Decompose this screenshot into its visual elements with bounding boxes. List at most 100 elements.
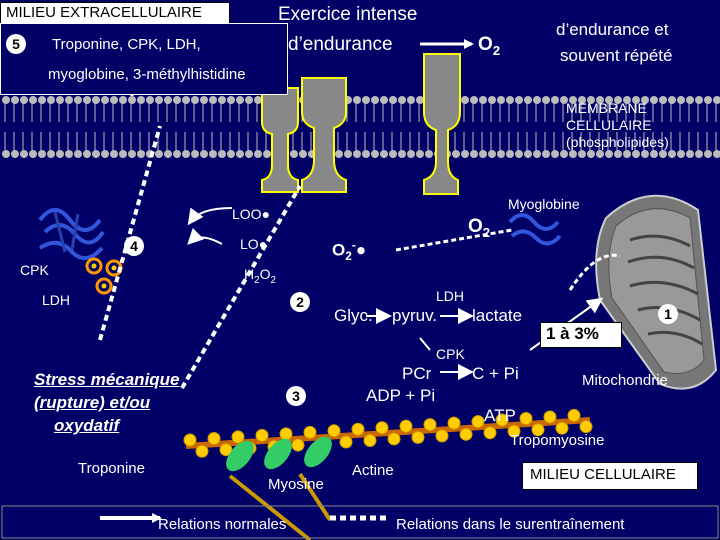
glyc-label: Glyc. (334, 306, 373, 325)
lactate-label: lactate (472, 306, 523, 325)
phospholipid-head (209, 96, 217, 104)
actin-bead (459, 427, 473, 441)
phospholipid-head (200, 150, 208, 158)
phospholipid-head (236, 150, 244, 158)
phospholipid-head (470, 150, 478, 158)
membrane-label: MEMBRANE CELLULAIRE (phospholipides) (566, 100, 669, 150)
phospholipid-head (605, 150, 613, 158)
phospholipid-head (479, 150, 487, 158)
phospholipid-head (587, 150, 595, 158)
phospholipid-head (398, 150, 406, 158)
actin-bead (507, 424, 521, 438)
phospholipid-head (173, 150, 181, 158)
phospholipid-head (209, 150, 217, 158)
phospholipid-head (74, 96, 82, 104)
phospholipid-head (407, 150, 415, 158)
exercise-line1: Exercice intense (278, 4, 418, 25)
membrane-protein-right (301, 77, 347, 193)
phospholipid-head (389, 150, 397, 158)
exercise-line2: d’endurance (288, 34, 393, 55)
phospholipid-head (416, 96, 424, 104)
phospholipid-head (191, 96, 199, 104)
phospholipid-head (200, 96, 208, 104)
phospholipid-head (182, 96, 190, 104)
intracellular-box (522, 462, 698, 490)
phospholipid-head (47, 96, 55, 104)
stress-panel (34, 360, 176, 442)
phospholipid-head (704, 150, 712, 158)
phospholipid-head (362, 150, 370, 158)
actin-bead (555, 421, 569, 435)
phospholipid-head (236, 96, 244, 104)
phospholipid-head (596, 96, 604, 104)
phospholipid-head (20, 96, 28, 104)
phospholipid-head (38, 150, 46, 158)
phospholipid-head (164, 150, 172, 158)
step-5-badge: 5 (6, 34, 26, 54)
phospholipid-head (614, 96, 622, 104)
phospholipid-head (470, 96, 478, 104)
phospholipid-head (515, 96, 523, 104)
phospholipid-head (101, 96, 109, 104)
arrow-o2-myoglobin (395, 228, 513, 252)
phospholipid-head (461, 150, 469, 158)
phospholipid-head (146, 96, 154, 104)
phospholipid-head (551, 150, 559, 158)
actin-bead (519, 411, 533, 425)
stress-label: Stress mécanique (rupture) et/ou oxydati… (34, 370, 180, 435)
phospholipid-head (137, 96, 145, 104)
ldh-left-label: LDH (42, 292, 71, 308)
exercise-right-line2: souvent répété (560, 46, 673, 65)
actin-bead (195, 444, 209, 458)
phospholipid-head (677, 96, 685, 104)
phospholipid-head (686, 150, 694, 158)
extracellular-line1: Troponine, CPK, LDH, (52, 36, 201, 53)
phospholipid-head (542, 150, 550, 158)
actin-bead (531, 423, 545, 437)
actin-bead (351, 422, 365, 436)
actin-bead (483, 426, 497, 440)
phospholipid-head (641, 96, 649, 104)
phospholipid-head (254, 150, 262, 158)
actin-bead (339, 435, 353, 449)
phospholipid-head (29, 150, 37, 158)
membrane-protein-left (261, 87, 299, 193)
phospholipid-head (218, 150, 226, 158)
troponin-label: Troponine (78, 460, 145, 477)
phospholipid-head (380, 150, 388, 158)
mitochondria-label: Mitochondrie (582, 372, 668, 389)
phospholipid-head (65, 150, 73, 158)
cpk-left-label: CPK (20, 262, 49, 278)
phospholipid-head (650, 96, 658, 104)
phospholipid-head (452, 150, 460, 158)
phospholipid-head (416, 150, 424, 158)
lo-radical: LO● (240, 236, 268, 252)
arrow-stress-damage (180, 184, 302, 390)
phospholipid-head (569, 150, 577, 158)
phospholipid-head (578, 150, 586, 158)
actin-bead (291, 438, 305, 452)
phospholipid-head (11, 96, 19, 104)
phospholipid-head (650, 150, 658, 158)
actin-bead (399, 419, 413, 433)
phospholipid-head (92, 96, 100, 104)
actin-bead (279, 427, 293, 441)
phospholipid-head (2, 96, 10, 104)
phospholipid-head (506, 96, 514, 104)
phospholipid-head (119, 150, 127, 158)
phospholipid-head (560, 96, 568, 104)
myosin-heads (226, 436, 332, 540)
legend-frame (1, 505, 719, 539)
phospholipid-head (56, 96, 64, 104)
phospholipid-head (2, 150, 10, 158)
phospholipid-head (389, 96, 397, 104)
myoglobin-label: Myoglobine (508, 196, 580, 212)
tropomyosin-label: Tropomyosine (510, 432, 605, 449)
phospholipid-head (632, 150, 640, 158)
phospholipid-head (623, 150, 631, 158)
ldh-top-label: LDH (436, 288, 465, 304)
step-4-badge: 4 (124, 236, 144, 256)
exercise-right-line1: d’endurance et (556, 20, 669, 39)
phospholipid-head (542, 96, 550, 104)
